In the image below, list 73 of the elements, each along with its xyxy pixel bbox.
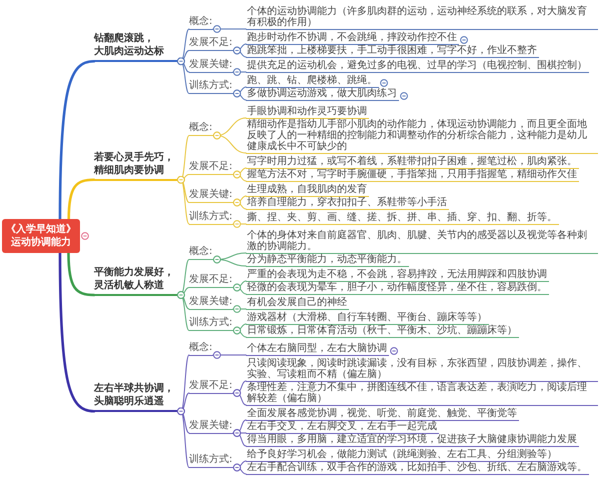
detail-text: 游戏器材（大滑梯、自行车转圈、平衡台、蹦床等等） [246,312,489,324]
detail-text: 轻微的会表现为晕车，胆子小，动作幅度怪异，坐不住，容易跌倒。 [246,282,549,294]
detail-text: 精细动作是指幼儿手部小肌肉的动作能力，体现运动协调能力，而且更全面地反映了人的一种精细的控制能力和调整动作的分析综合能力，这种能力是幼儿健康成长中不可缺少的 [246,118,598,154]
detail-text: 握笔方法不对，写字时手腕僵硬，手指笨拙，只用手指握笔，精细动作欠佳 [246,168,579,182]
detail-text: 提供充足的运动机会，避免过多的电视、过早的学习（电视控制、围棋控制） [246,60,589,72]
connector-line [232,389,246,406]
detail-text: 严重的会表现为走不稳，不会跳，容易摔跤，无法用脚踩和四肢协调 [246,268,549,282]
detail-text: 跑、跳、钻、爬楼梯、跳绳。 [246,74,379,88]
detail-text: 跑步时动作不协调，不会跳绳，摔跤动作控不住 [246,32,459,44]
connector-line [58,252,96,413]
detail-text: 跑跳笨拙，上楼梯要扶，手工动手很困难，写字不好，作业不整齐 [246,44,539,58]
detail-text: 个体的身体对来自前庭器官、肌肉、肌腱、关节内的感受器以及视觉等各种刺激的协调能力。 [246,230,598,254]
detail-text: 全面发展各感觉协调，视觉、听觉、前庭觉、触觉、平衡觉等 [246,408,519,420]
category-label: 发展不足: [189,37,234,51]
connector-line [176,407,190,468]
detail-text: 撕、捏、夹、剪、画、缝、搓、拆、拼、串、插、穿、扣、翻、折等。 [246,212,559,224]
category-label: 发展关键: [189,296,234,310]
detail-text: 左右手配合训练，双手合作的游戏，比如拍手、沙包、折纸、左右脑游戏等。 [246,462,589,474]
branch-topic: 若要心灵手先巧，精细肌肉要协调 [94,150,177,181]
category-label: 发展关键: [189,420,234,434]
category-label: 发展关键: [189,189,234,203]
connector-line [232,305,246,313]
category-label: 训练方式: [189,317,234,331]
detail-text: 左右手交叉，左右脚交叉，左右手一起完成 [246,420,439,434]
connector-line [212,351,246,359]
branch-topic: 平衡能力发展好，灵活机敏人称道 [94,266,177,296]
connector-line [232,198,246,210]
detail-text: 写字时用力过猛，或写不着线，系鞋带扣扣子困难，握笔过松，肌肉紧张。 [246,156,579,168]
branch-topic: 左右半球共协调，头脑聪明乐逍遥 [94,382,177,412]
detail-text: 个体左右脑同型，左右大脑协调 [246,342,389,356]
category-label: 训练方式: [189,454,234,468]
detail-text: 得当用眼，多用脑，建立适宜的学习环境，促进孩子大脑健康协调能力发展 [246,434,579,446]
connector-line [212,256,246,266]
category-label: 概念: [189,342,214,356]
connector-line [232,284,246,294]
detail-text: 手眼协调和动作灵巧要协调 [246,106,369,118]
connector-line [67,178,96,220]
connector-line [176,176,190,224]
connector-line [232,90,246,100]
connector-line [232,429,246,446]
connector-line [176,57,190,94]
detail-text: 分为静态平衡能力，动态平衡能力。 [246,254,409,266]
connector-line [232,68,246,76]
category-label: 训练方式: [189,80,234,94]
detail-text: 个体的运动协调能力（许多肌肉群的运动，运动神经系统的联系，对大脑发育有积极的作用） [246,6,598,30]
category-label: 概念: [189,16,214,30]
category-label: 发展不足: [189,274,234,288]
category-label: 发展关键: [189,58,234,72]
category-label: 发展不足: [189,161,234,175]
central-topic-box: 《入学早知道》运动协调能力 [2,219,80,254]
connector-line [232,464,246,474]
connector-line [58,60,96,220]
detail-text: 条理性差，注意力不集中，拼图连线不佳，语言表达差，表演吃力，阅读后理解较差（偏右脑） [246,382,598,406]
connector-line [232,220,246,228]
detail-text: 日常锻炼，日常体育活动（秋千、平衡木、沙坑、蹦蹦床等） [246,324,519,338]
connector-line [232,326,246,338]
detail-text: 多做协调运动游戏，做大肌肉练习 [246,88,399,100]
branch-topic: 钻翻爬滚跳，大肌肉运动达标 [94,32,177,62]
detail-text: 给予良好学习机会，做能力测试（跳绳测验、左右工具、分组测验等） [246,448,559,462]
connector-line [212,132,246,154]
category-label: 概念: [189,246,214,260]
category-label: 训练方式: [189,210,234,224]
category-label: 概念: [189,122,214,136]
detail-text: 培养自理能力，穿衣扣扣子、系鞋带等小手活 [246,196,449,210]
category-label: 发展不足: [189,380,234,394]
connector-line [67,252,96,296]
connector-line [176,291,190,331]
detail-text: 生理成熟，自我肌肉的发育 [246,184,369,196]
connector-line [232,46,246,58]
connector-line [232,170,246,182]
connector-line [212,25,246,33]
detail-text: 只读阅读现象，阅读时跳读漏读，没有目标，东张西望，四肢协调差，操作、实验、写读粗而不精（偏左脑） [246,358,598,382]
detail-text: 有机会发展自己的神经 [246,296,349,310]
